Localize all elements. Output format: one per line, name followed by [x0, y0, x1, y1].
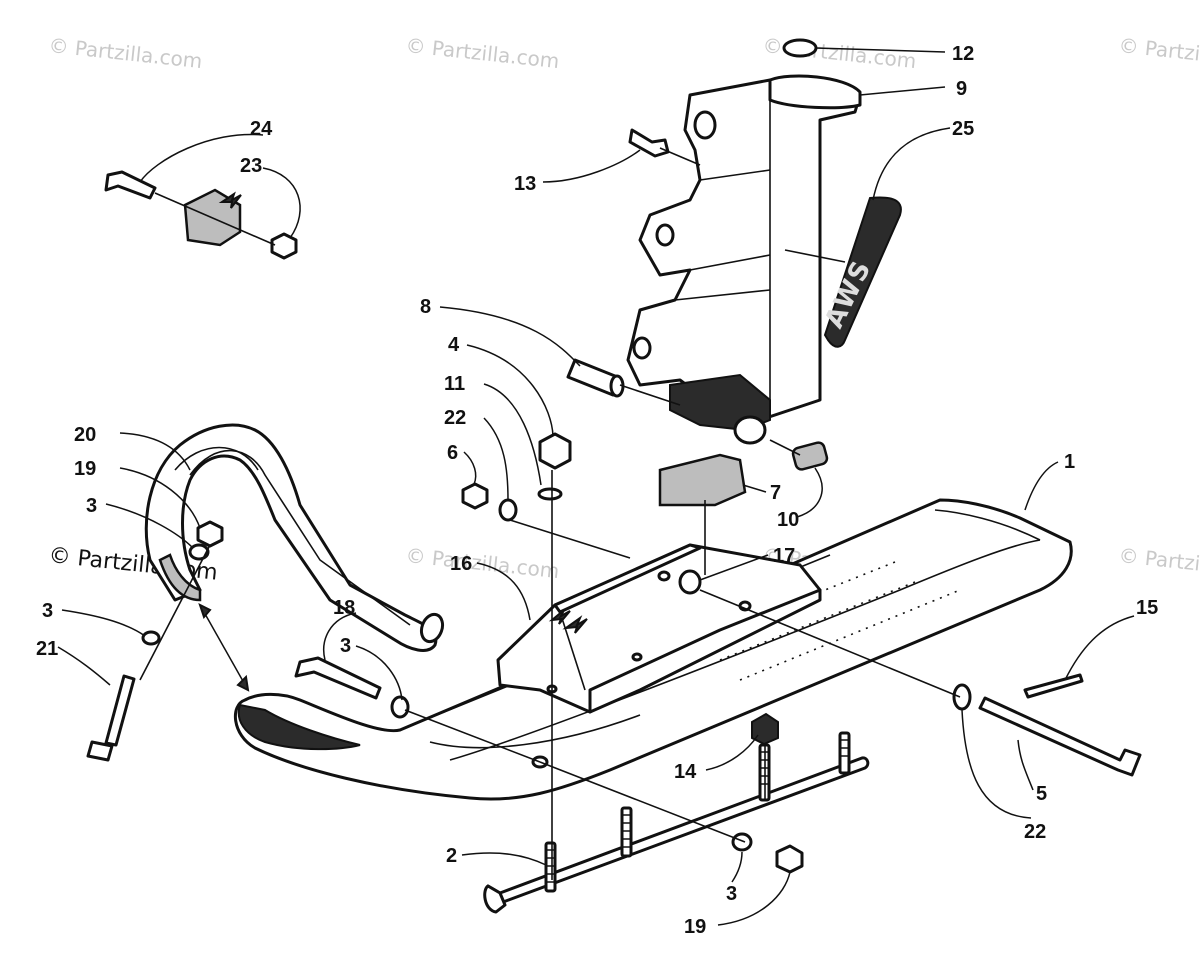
decal-text: AWS	[819, 255, 878, 333]
callout-11: 11	[444, 373, 465, 395]
grease-fitting-13	[628, 128, 670, 158]
nut-19a	[196, 520, 224, 548]
wear-bar	[483, 731, 870, 914]
callout-16: 16	[450, 553, 472, 575]
callout-14: 14	[674, 761, 697, 783]
cap-12	[782, 38, 818, 58]
nut-23	[270, 232, 298, 260]
callout-7: 7	[770, 482, 781, 504]
bolt-5	[978, 696, 1142, 777]
callout-3a: 3	[340, 635, 351, 657]
watermark-2: © Partzilla.com	[404, 33, 560, 73]
washer-22a	[498, 498, 518, 522]
callout-18: 18	[333, 597, 355, 619]
bolt-21	[104, 674, 136, 747]
nut-4	[538, 432, 572, 470]
callout-22a: 22	[444, 407, 466, 429]
washer-3a	[390, 695, 410, 719]
callout-5: 5	[1036, 783, 1047, 805]
watermark-7: © Partzilla.com	[1117, 543, 1200, 583]
washer-3c	[141, 630, 161, 646]
bolt-24	[104, 170, 157, 200]
callout-19a: 19	[74, 458, 96, 480]
callout-8: 8	[420, 296, 431, 318]
bushing-10	[791, 441, 829, 471]
callout-25: 25	[952, 118, 974, 140]
watermark-3: © Partzilla.com	[761, 33, 917, 73]
callout-20: 20	[74, 424, 96, 446]
watermark-4: © Partzilla.com	[1117, 33, 1200, 73]
callout-6: 6	[447, 442, 458, 464]
cotter-pin-15	[1023, 673, 1084, 699]
watermark-1: © Partzilla.com	[47, 33, 203, 73]
callout-24: 24	[250, 118, 273, 140]
nut-14	[751, 712, 779, 746]
ski-loop-handle	[144, 423, 445, 652]
callout-23: 23	[240, 155, 262, 177]
washer-3b	[188, 543, 210, 561]
aws-decal: AWS	[819, 196, 902, 348]
callout-leaders	[57, 47, 1135, 926]
washer-11	[537, 487, 563, 501]
callout-9: 9	[956, 78, 967, 100]
callout-2: 2	[446, 845, 457, 867]
bumper-7	[658, 453, 747, 507]
callout-10: 10	[777, 509, 799, 531]
watermark-5: © Partzilla.com	[404, 543, 560, 583]
callout-15: 15	[1136, 597, 1158, 619]
callout-12: 12	[952, 43, 974, 65]
spindle	[626, 74, 862, 445]
ski-saddle	[496, 543, 822, 714]
hardware	[86, 38, 1142, 874]
callout-labels: 12 9 25 13 24 23 8 4 11 22 6 7 10 1 17 1…	[36, 43, 1158, 938]
callout-21: 21	[36, 638, 58, 660]
callout-4: 4	[448, 334, 460, 356]
callout-3d: 3	[726, 883, 737, 905]
washer-17	[678, 569, 702, 595]
washer-3d	[731, 832, 753, 852]
bolt-18	[294, 656, 382, 700]
callout-13: 13	[514, 173, 536, 195]
nut-19b	[775, 844, 804, 874]
callout-3c: 3	[42, 600, 53, 622]
callout-22b: 22	[1024, 821, 1046, 843]
callout-3b: 3	[86, 495, 97, 517]
callout-17: 17	[773, 545, 795, 567]
guide-lines	[139, 147, 961, 880]
callout-19b: 19	[684, 916, 706, 938]
nut-6	[461, 482, 489, 510]
washer-22b	[952, 683, 972, 711]
callout-1: 1	[1064, 451, 1075, 473]
